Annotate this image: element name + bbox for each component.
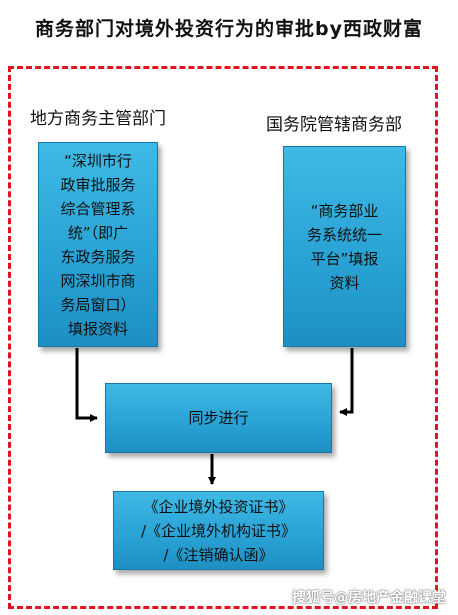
- right-box-text: “商务部业 务系统统一 平台”填报 资料: [306, 201, 382, 292]
- sync-box-label: 同步进行: [188, 409, 249, 427]
- right-to-sync-arrow: [339, 348, 354, 416]
- watermark: 搜狐号@房地产金融课堂: [292, 590, 446, 606]
- diagram-title: 商务部门对境外投资行为的审批by西政财富: [35, 18, 423, 40]
- right-process-box: “商务部业 务系统统一 平台”填报 资料: [283, 146, 406, 347]
- left-process-box: “深圳市行 政审批服务 综合管理系 统”（即广 东政务服务 网深圳市商 务局窗口…: [38, 142, 158, 347]
- left-heading: 地方商务主管部门: [30, 109, 166, 129]
- dashed-frame: [8, 66, 438, 609]
- right-heading: 国务院管辖商务部: [266, 115, 402, 135]
- result-box-text: 《企业境外投资证书》 /《企业境外机构证书》 /《注销确认函》: [140, 497, 297, 564]
- left-box-text: “深圳市行 政审批服务 综合管理系 统”（即广 东政务服务 网深圳市商 务局窗口…: [60, 151, 136, 338]
- sync-box: 同步进行: [105, 383, 332, 453]
- left-to-sync-arrow: [75, 348, 98, 422]
- result-box: 《企业境外投资证书》 /《企业境外机构证书》 /《注销确认函》: [113, 491, 324, 570]
